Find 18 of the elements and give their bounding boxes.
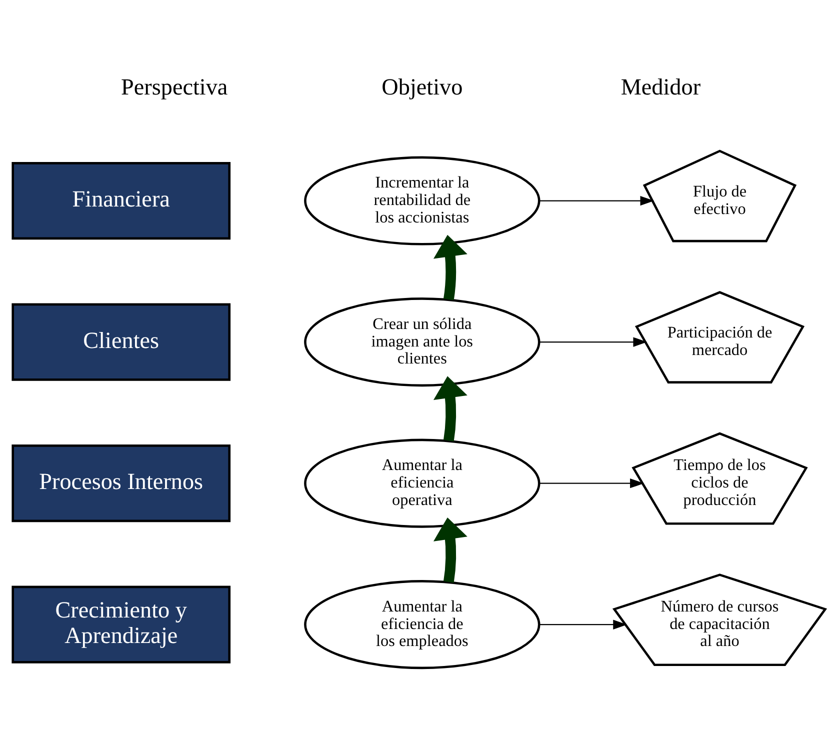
node-box: Clientes — [12, 303, 231, 381]
arrow — [433, 234, 468, 300]
arrow — [539, 196, 654, 206]
node-ellipse: Aumentar la eficiencia de los empleados — [304, 580, 540, 670]
arrow — [433, 517, 468, 583]
arrow — [433, 376, 468, 442]
node-ellipse: Incrementar la rentabilidad de los accionistas — [304, 156, 540, 246]
node-ellipse: Crear un sólida imagen ante los clientes — [304, 298, 540, 387]
label: Medidor — [620, 74, 701, 100]
label: Perspectiva — [121, 74, 228, 100]
arrow — [539, 337, 648, 347]
arrow — [539, 478, 644, 488]
node-box: Procesos Internos — [12, 444, 231, 522]
arrow — [539, 620, 628, 630]
node-box: Crecimiento y Aprendizaje — [12, 586, 231, 664]
node-box: Financiera — [12, 162, 231, 240]
node-ellipse: Aumentar la eficiencia operativa — [304, 438, 540, 528]
label: Objetivo — [382, 74, 463, 100]
